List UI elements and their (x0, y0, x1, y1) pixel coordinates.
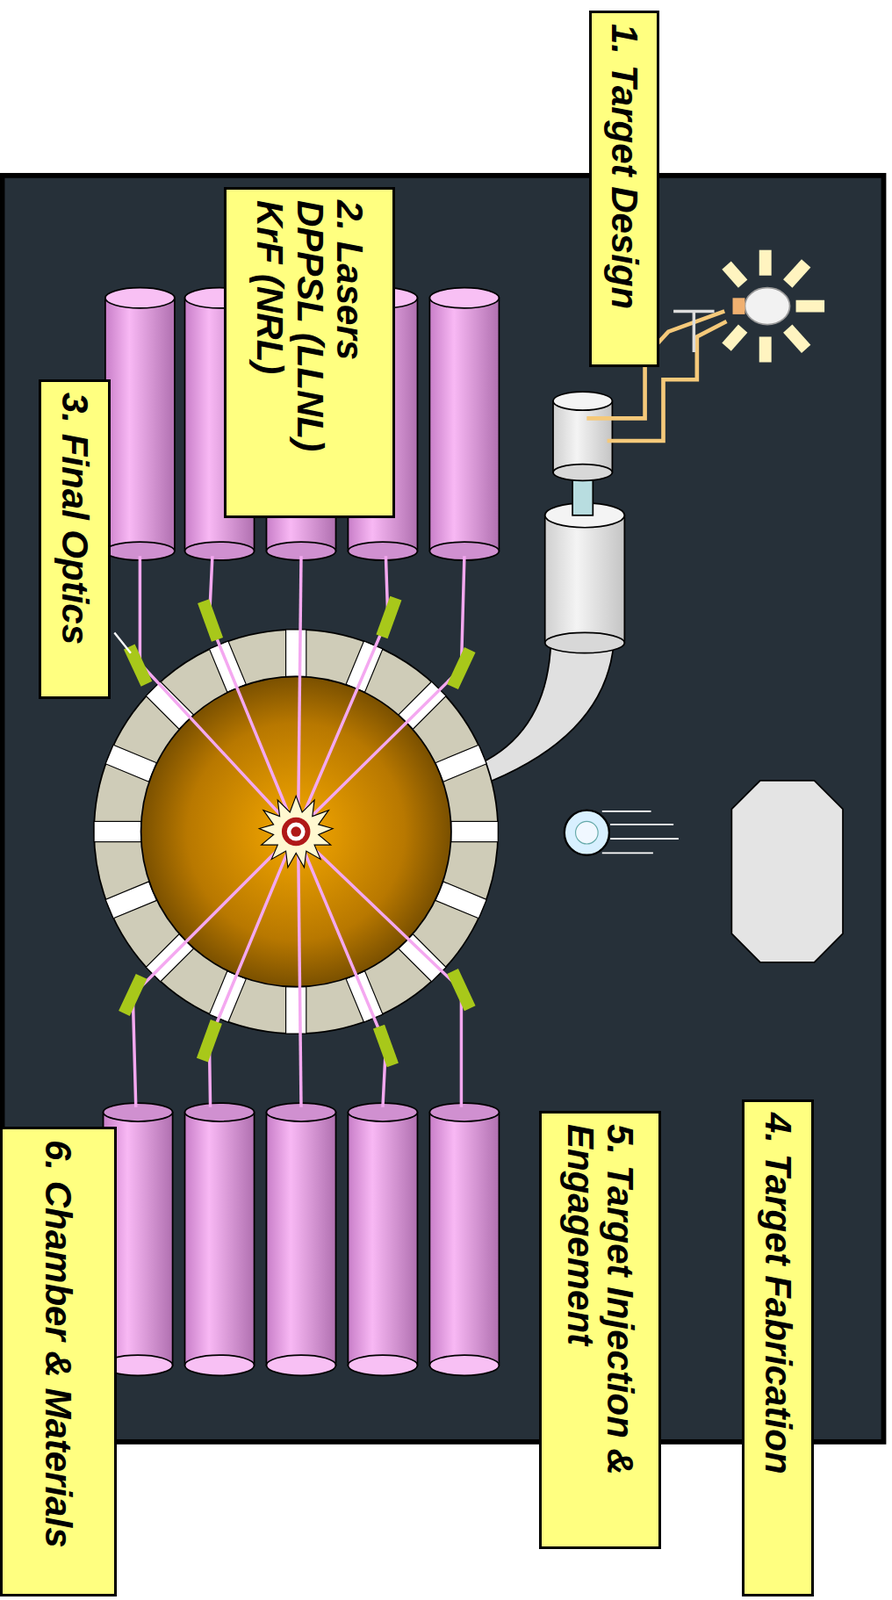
laser-beams (132, 555, 465, 1107)
bulb-rays (726, 250, 826, 363)
laser-bottom-row (103, 1102, 500, 1375)
label-box: 2. LasersDPPSL (LLNL)KrF (NRL) (223, 187, 396, 518)
injector-head-base (553, 464, 612, 482)
callout-heading: 5. Target Injection & Engagement (560, 1123, 641, 1536)
bulb-holder (673, 310, 714, 352)
label-text-holder: 2. LasersDPPSL (LLNL)KrF (NRL) (245, 189, 373, 516)
injector-base (545, 632, 626, 653)
callout-heading: 4. Target Fabrication (757, 1112, 798, 1583)
callout-heading: 2. Lasers (329, 200, 369, 505)
label-text-holder: 1. Target Design (600, 13, 648, 365)
callout-text: KrF (NRL) (249, 200, 289, 505)
bulb-base (733, 297, 746, 315)
target-ring (287, 822, 306, 842)
callout-heading: 1. Target Design (604, 23, 644, 354)
motion-lines (602, 811, 679, 854)
injector-head (553, 401, 612, 473)
injector-body (545, 515, 626, 643)
target-ring (281, 817, 311, 847)
injector-tube (471, 632, 615, 785)
target-pellet (564, 810, 610, 856)
target-ring (290, 826, 302, 837)
injector-head-cap (553, 391, 612, 411)
label-box: 1. Target Design (589, 10, 660, 367)
fabrication-plant (731, 780, 843, 963)
label-text-holder: 4. Target Fabrication (754, 1101, 801, 1594)
label-text-holder: 6. Chamber & Materials (35, 1129, 82, 1594)
label-text-holder: 3. Final Optics (50, 381, 98, 697)
leader-line (114, 632, 131, 653)
label-box: 3. Final Optics (38, 379, 111, 699)
label-box: 6. Chamber & Materials (0, 1126, 117, 1597)
label-box: 5. Target Injection & Engagement (539, 1110, 662, 1549)
target-implosion (258, 795, 333, 867)
callout-heading: 3. Final Optics (54, 392, 94, 686)
label-text-holder: 5. Target Injection & Engagement (556, 1113, 644, 1547)
target-pellet-core (575, 820, 599, 844)
light-bulb (744, 287, 790, 325)
callout-text: DPPSL (LLNL) (289, 200, 330, 505)
callout-heading: 6. Chamber & Materials (38, 1139, 79, 1583)
label-box: 4. Target Fabrication (741, 1099, 814, 1597)
final-optics-mirrors (118, 596, 475, 1067)
